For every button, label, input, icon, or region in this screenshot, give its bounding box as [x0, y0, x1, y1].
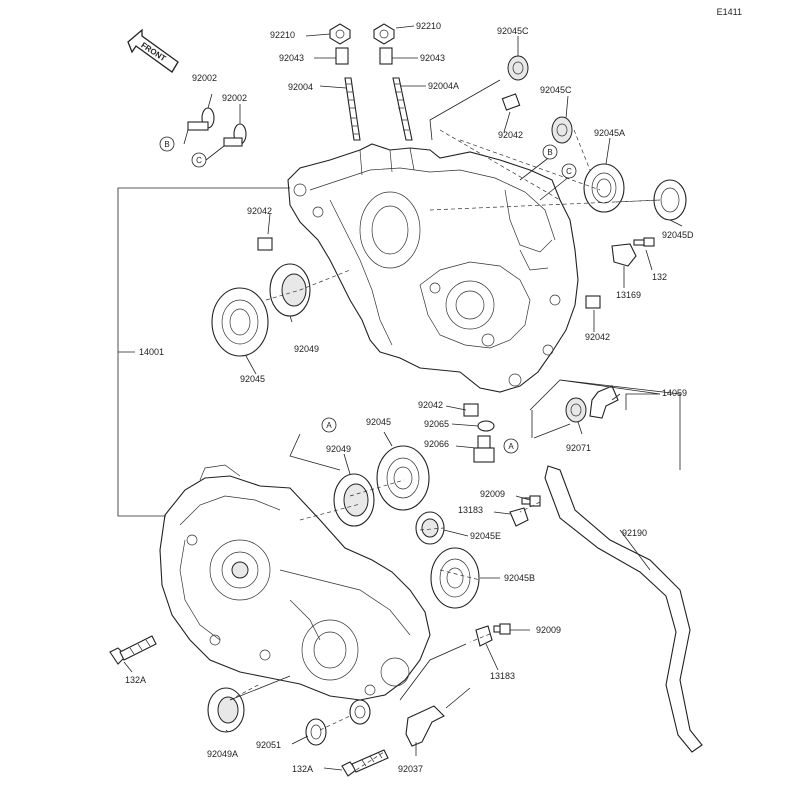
oil-seal-small: [349, 699, 371, 725]
label-92045c-second: 92045C: [540, 85, 572, 95]
oil-seal-92045e: [415, 511, 445, 545]
collar-92043-left: [335, 47, 349, 65]
oil-seal-92049a: [207, 687, 245, 733]
dowel-pin-92042-left: [257, 237, 273, 251]
label-92049-upper: 92049: [294, 344, 319, 354]
ref-marker-b-left: B: [159, 136, 175, 152]
upper-crankcase-half: [287, 143, 579, 393]
washer-92065: [477, 420, 495, 432]
label-92009-lower: 92009: [536, 625, 561, 635]
label-92049-mid: 92049: [326, 444, 351, 454]
ref-marker-a-hose: A: [503, 438, 519, 454]
label-92045a: 92045A: [594, 128, 625, 138]
stud-92004a: [392, 77, 413, 141]
collar-92043-right: [379, 47, 393, 65]
svg-text:A: A: [326, 421, 332, 430]
breather-hose-92190: [544, 465, 703, 753]
bearing-92045-upper: [211, 287, 269, 357]
label-14001: 14001: [139, 347, 164, 357]
label-13183-lower: 13183: [490, 671, 515, 681]
label-92045d: 92045D: [662, 230, 694, 240]
svg-text:C: C: [566, 167, 572, 176]
label-132a-bottom: 132A: [292, 764, 313, 774]
bearing-92045-mid: [376, 445, 430, 511]
clamp-13183-lower: [475, 625, 493, 647]
oil-seal-92045c-top: [507, 55, 529, 81]
ref-marker-b-right: B: [542, 144, 558, 160]
label-92037: 92037: [398, 764, 423, 774]
nut-92210-left: [329, 23, 351, 45]
bearing-92045a: [583, 163, 625, 213]
label-92066: 92066: [424, 439, 449, 449]
svg-text:B: B: [164, 140, 169, 149]
label-92045b: 92045B: [504, 573, 535, 583]
elbow-fitting: [589, 385, 619, 419]
clamp-13183-upper: [509, 507, 529, 527]
drain-plug-92066: [473, 435, 495, 463]
label-92045c-top: 92045C: [497, 26, 529, 36]
label-92045-mid: 92045: [366, 417, 391, 427]
bolt-132: [633, 237, 655, 247]
oil-seal-92051: [305, 718, 327, 746]
label-92045-upper: 92045: [240, 374, 265, 384]
label-92004a: 92004A: [428, 81, 459, 91]
label-92042-right: 92042: [585, 332, 610, 342]
label-14059: 14059: [662, 388, 687, 398]
label-92190: 92190: [622, 528, 647, 538]
diagram-code: E1411: [717, 7, 742, 17]
bolt-132a-left: [109, 635, 157, 665]
label-13183-upper: 13183: [458, 505, 483, 515]
label-92043-right: 92043: [420, 53, 445, 63]
dowel-pin-92042-mid: [463, 403, 479, 417]
bracket-13169: [611, 243, 637, 267]
ref-marker-c-left: C: [191, 152, 207, 168]
label-92042-left: 92042: [247, 206, 272, 216]
label-132a-left: 132A: [125, 675, 146, 685]
bolt-92002-lower: [223, 123, 247, 147]
label-92009-upper: 92009: [480, 489, 505, 499]
ref-marker-a-bottom: A: [321, 417, 337, 433]
label-132: 132: [652, 272, 667, 282]
nut-92210-right: [373, 23, 395, 45]
label-92042-top: 92042: [498, 130, 523, 140]
ref-marker-c-right: C: [561, 163, 577, 179]
svg-text:C: C: [196, 156, 202, 165]
bearing-92045b: [430, 547, 480, 609]
oil-seal-92049-upper: [269, 263, 311, 317]
dowel-pin-92042-top: [501, 93, 521, 111]
label-13169: 13169: [616, 290, 641, 300]
label-92071: 92071: [566, 443, 591, 453]
dowel-pin-92042-right: [585, 295, 601, 309]
part-number-labels: 92210 92210 92043 92043 92004 92004A 920…: [125, 21, 694, 774]
label-92210-left: 92210: [270, 30, 295, 40]
svg-text:B: B: [547, 148, 552, 157]
label-92065: 92065: [424, 419, 449, 429]
oil-seal-92045c-second: [551, 116, 573, 144]
label-92043-left: 92043: [279, 53, 304, 63]
svg-text:A: A: [508, 442, 514, 451]
hose-clamp-92071: [565, 397, 587, 423]
lower-crankcase-half: [159, 464, 431, 701]
stud-92004: [344, 77, 361, 141]
label-92051: 92051: [256, 740, 281, 750]
label-92042-mid: 92042: [418, 400, 443, 410]
label-92002-upper: 92002: [192, 73, 217, 83]
front-arrow-icon: FRONT: [127, 28, 179, 73]
label-92210-right: 92210: [416, 21, 441, 31]
bolt-92002-upper: [187, 107, 215, 131]
label-92045e: 92045E: [470, 531, 501, 541]
guard-92037: [405, 705, 445, 747]
label-92004: 92004: [288, 82, 313, 92]
bolt-92009-lower: [493, 623, 511, 635]
label-92049a: 92049A: [207, 749, 238, 759]
label-92002-lower: 92002: [222, 93, 247, 103]
oil-seal-92049-mid: [333, 473, 375, 527]
bolt-92009-upper: [521, 495, 541, 507]
